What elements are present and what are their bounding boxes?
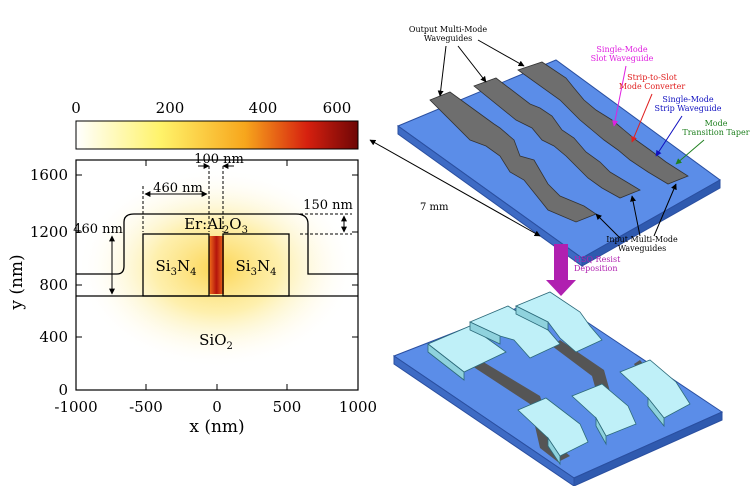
core-left — [142, 233, 210, 297]
y-tick-label: 800 — [39, 276, 68, 294]
x-tick-label: -1000 — [54, 398, 97, 416]
colorbar-tick: 600 — [323, 99, 352, 117]
taper-label-line2: Transition Taper — [682, 128, 749, 137]
waveguide-2 — [473, 77, 641, 199]
strip-label-line1: Single-Mode — [662, 95, 713, 104]
cladding-dimension: 150 nm — [303, 198, 353, 213]
length-label: 7 mm — [420, 202, 449, 213]
cross-section-plot: 1600 1200 800 400 0 y (nm) -1000 -500 0 … — [7, 152, 377, 437]
slot-field — [209, 236, 224, 294]
input-label-line2: Waveguides — [618, 244, 666, 253]
colorbar-gradient — [75, 120, 359, 150]
strip-label-line2: Strip Waveguide — [655, 104, 722, 113]
waveguide-3 — [517, 61, 689, 185]
under-waveguide-1 — [472, 360, 570, 462]
y-tick-label: 400 — [39, 328, 68, 346]
slot-label-line1: Single-Mode — [596, 45, 647, 54]
y-tick-label: 0 — [58, 381, 68, 399]
substrate-label: SiO2 — [199, 331, 233, 352]
gap-dimension: 100 nm — [194, 152, 244, 167]
input-label-line1: Input Multi-Mode — [606, 235, 678, 244]
y-axis: 1600 1200 800 400 0 y (nm) — [7, 166, 358, 399]
cladding-outline — [76, 213, 358, 275]
core-left-label: Si3N4 — [156, 257, 197, 278]
chip-bottom-front — [393, 355, 575, 486]
core-right-label: Si3N4 — [236, 257, 277, 278]
core-right — [222, 233, 290, 297]
x-tick-label: 500 — [273, 398, 302, 416]
taper-label-line1: Mode — [705, 119, 728, 128]
y-tick-label: 1600 — [30, 166, 68, 184]
output-label-line2: Waveguides — [424, 34, 472, 43]
x-tick-label: 0 — [212, 398, 222, 416]
x-tick-label: 1000 — [339, 398, 377, 416]
step-arrow-head — [546, 280, 576, 296]
chip-substrate-side — [581, 179, 721, 267]
converter-label-line1: Strip-to-Slot — [627, 73, 677, 82]
chip-bottom-side — [573, 411, 723, 486]
colorbar-tick: 200 — [156, 99, 185, 117]
cladding-label: Er:Al2O3 — [184, 215, 248, 236]
resist-block — [515, 291, 603, 353]
y-tick-label: 1200 — [30, 223, 68, 241]
x-axis-label: x (nm) — [189, 417, 244, 437]
length-arrow — [369, 139, 541, 237]
output-label-line1: Output Multi-Mode — [409, 25, 487, 34]
step-label-line2: Deposition — [574, 264, 618, 273]
process-step: HSQ Resist Deposition — [546, 244, 621, 296]
step-label-line1: HSQ Resist — [574, 255, 621, 264]
colorbar: 0 200 400 600 — [71, 99, 359, 150]
y-axis-label: y (nm) — [7, 254, 27, 310]
x-tick-label: -500 — [129, 398, 163, 416]
slot-label-line2: Slot Waveguide — [591, 54, 654, 63]
colorbar-tick: 0 — [71, 99, 81, 117]
x-axis: -1000 -500 0 500 1000 x (nm) — [54, 160, 377, 437]
chip-bottom — [392, 291, 724, 486]
height-dimension: 460 nm — [73, 222, 123, 237]
converter-label-line2: Mode Converter — [619, 82, 686, 91]
colorbar-tick: 400 — [249, 99, 278, 117]
strip-width-dimension: 460 nm — [153, 181, 203, 196]
dimension-annotations: 100 nm 460 nm 460 nm 150 nm — [73, 152, 353, 295]
chip-top: 7 mm Output Multi-Mode Waveguides Single… — [369, 25, 750, 267]
step-arrow-shaft — [554, 244, 568, 280]
